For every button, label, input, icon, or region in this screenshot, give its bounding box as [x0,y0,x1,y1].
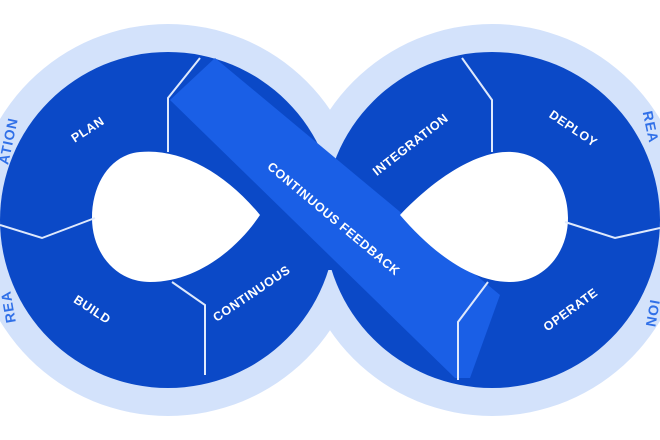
divider-integration-operate [457,281,489,380]
divider-plan-continuous [167,57,201,152]
divider-plan-build [0,217,96,240]
right-hole [400,151,568,282]
ring-text-right-bottom: ION [643,299,660,329]
continuous-feedback-band [170,58,500,378]
divider-deploy-operate [564,221,660,240]
infinity-holes [92,151,568,282]
ring-text-left-bottom: REA [0,289,19,324]
ring-text-right-top: REA [640,109,660,144]
left-hole [92,151,260,282]
divider-integration-deploy [461,57,493,152]
segment-dividers [0,57,660,380]
divider-build-continuous [171,281,206,375]
